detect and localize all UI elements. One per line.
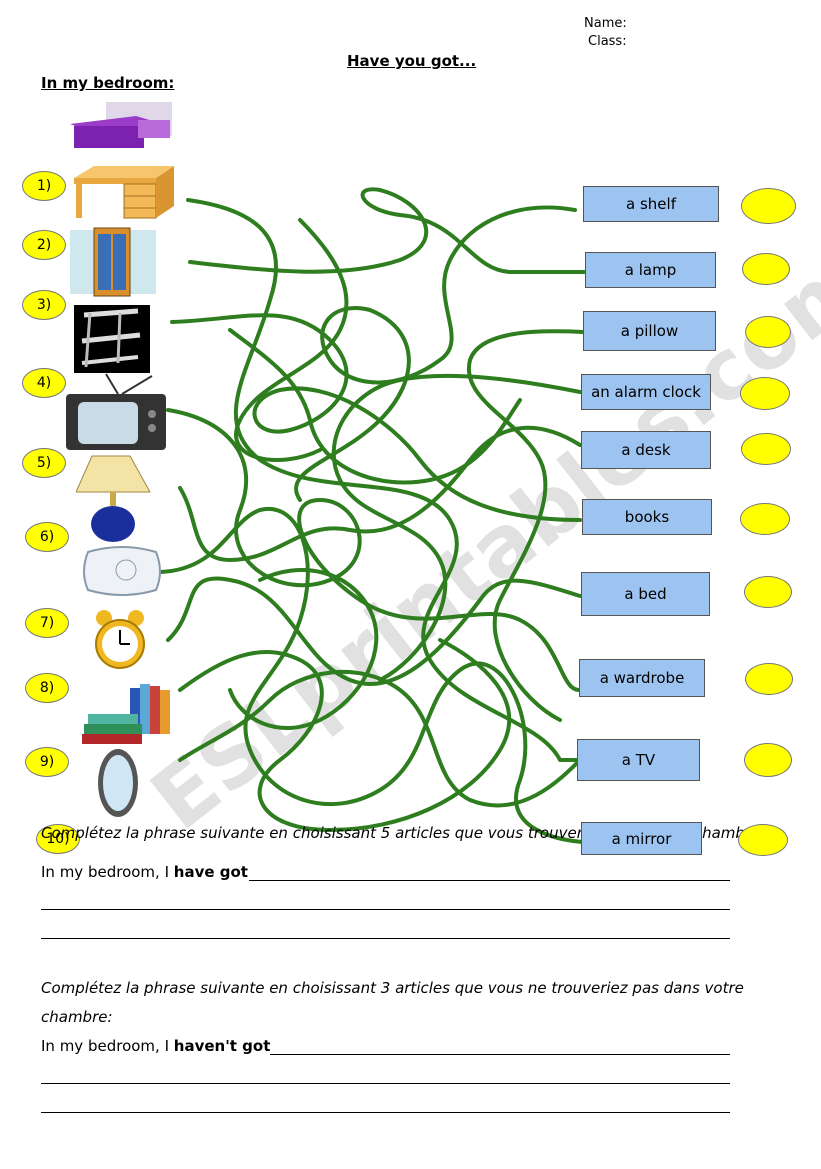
word-box: a lamp (585, 252, 716, 288)
shelf-picture (74, 305, 150, 373)
exercise-1-sentence: In my bedroom, I have got (41, 863, 248, 881)
number-bubble: 10) (36, 824, 80, 854)
answer-line[interactable] (41, 1112, 730, 1113)
number-bubble: 1) (22, 171, 66, 201)
tv-picture (66, 373, 166, 450)
word-box: a bed (581, 572, 710, 616)
sentence-keyword: have got (173, 863, 248, 881)
number-bubble: 7) (25, 608, 69, 638)
word-box: a TV (577, 739, 700, 781)
number-bubble: 3) (22, 290, 66, 320)
answer-bubble[interactable] (742, 253, 790, 285)
sentence-keyword: haven't got (173, 1037, 271, 1055)
answer-bubble[interactable] (741, 188, 796, 224)
exercise-2-instruction-line1: Complétez la phrase suivante en choisiss… (41, 979, 744, 997)
word-box: an alarm clock (581, 374, 711, 410)
maze-line (178, 638, 512, 832)
section-title: In my bedroom: (41, 74, 175, 92)
mirror-picture (98, 749, 138, 817)
exercise-2-instruction-line2: chambre: (41, 1008, 113, 1026)
maze-line (158, 506, 584, 844)
number-bubble: 8) (25, 673, 69, 703)
answer-line[interactable] (249, 880, 730, 881)
maze-line (294, 205, 577, 502)
class-label: Class: (588, 34, 627, 49)
maze-line (228, 328, 522, 485)
maze-line (228, 568, 379, 730)
number-bubble: 9) (25, 747, 69, 777)
name-label: Name: (584, 16, 627, 31)
answer-line[interactable] (41, 1083, 730, 1084)
sentence-start: In my bedroom, I (41, 1037, 174, 1055)
answer-bubble[interactable] (740, 503, 790, 535)
answer-bubble[interactable] (744, 576, 792, 608)
answer-bubble[interactable] (740, 377, 790, 410)
number-bubble: 2) (22, 230, 66, 260)
answer-line[interactable] (41, 938, 730, 939)
number-bubble: 6) (25, 522, 69, 552)
word-box: a desk (581, 431, 711, 469)
answer-line[interactable] (41, 909, 730, 910)
answer-bubble[interactable] (741, 433, 791, 465)
word-box: books (582, 499, 712, 535)
lamp-picture (76, 455, 151, 542)
answer-bubble[interactable] (745, 663, 793, 695)
word-box: a pillow (583, 311, 716, 351)
word-box: a shelf (583, 186, 719, 222)
wardrobe-picture (70, 227, 156, 297)
maze-line (331, 373, 582, 682)
sentence-start: In my bedroom, I (41, 863, 174, 881)
maze-line (166, 576, 582, 686)
maze-line (186, 198, 580, 762)
number-bubble: 4) (22, 368, 66, 398)
bed-picture (70, 102, 172, 148)
number-bubble: 5) (22, 448, 66, 478)
books-picture (82, 684, 170, 744)
answer-line[interactable] (270, 1054, 730, 1055)
word-box: a wardrobe (579, 659, 705, 697)
pillow-picture (83, 546, 161, 596)
alarm-clock-picture (95, 610, 145, 669)
worksheet-title: Have you got... (347, 52, 477, 70)
exercise-2-sentence: In my bedroom, I haven't got (41, 1037, 270, 1055)
desk-picture (74, 166, 174, 219)
answer-bubble[interactable] (744, 743, 792, 777)
answer-bubble[interactable] (745, 316, 791, 348)
maze-line (188, 187, 586, 274)
maze-line (166, 408, 581, 692)
word-box: a mirror (581, 822, 702, 855)
maze-line (466, 329, 584, 722)
answer-bubble[interactable] (738, 824, 788, 856)
